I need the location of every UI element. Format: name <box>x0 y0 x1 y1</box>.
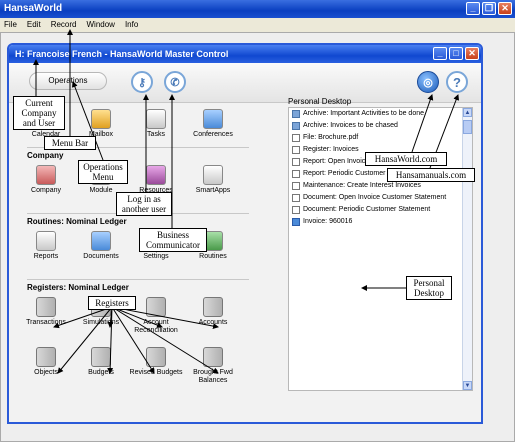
personal-desktop-label: Personal Desktop <box>288 97 352 106</box>
callout-menu-bar: Menu Bar <box>44 136 96 150</box>
callout-hansaworld-com: HansaWorld.com <box>365 152 447 166</box>
document-icon <box>292 206 300 214</box>
module-objects[interactable]: Objects <box>17 347 75 377</box>
callout-company-user: Current Company and User <box>13 96 65 130</box>
register-icon <box>203 347 223 367</box>
module-mailbox[interactable]: Mailbox <box>72 109 130 139</box>
resources-icon <box>146 165 166 185</box>
mailbox-icon <box>91 109 111 129</box>
menu-item-info[interactable]: Info <box>124 20 139 29</box>
register-icon <box>146 297 166 317</box>
invoice-icon <box>292 218 300 226</box>
folder-icon <box>292 122 300 130</box>
list-item[interactable]: Document: Periodic Customer Statement <box>289 204 472 216</box>
help-icon[interactable]: ? <box>446 71 468 93</box>
section-title-routines: Routines: Nominal Ledger <box>27 217 127 226</box>
folder-icon <box>292 110 300 118</box>
section-divider <box>27 279 249 280</box>
callout-business-communicator: Business Communicator <box>139 228 207 252</box>
document-icon <box>292 158 300 166</box>
document-icon <box>292 182 300 190</box>
callout-hansamanuals-com: Hansamanuals.com <box>387 168 475 182</box>
module-budgets[interactable]: Budgets <box>72 347 130 377</box>
module-brought-fwd-balances[interactable]: Brought Fwd Balances <box>184 347 242 385</box>
module-reports[interactable]: Reports <box>17 231 75 261</box>
globe-icon[interactable]: ◎ <box>417 71 439 93</box>
module-accounts[interactable]: Accounts <box>184 297 242 327</box>
restore-icon[interactable]: ❐ <box>482 2 496 15</box>
callout-operations-menu: Operations Menu <box>78 160 128 184</box>
module-revised-budgets[interactable]: Revised Budgets <box>127 347 185 377</box>
module-documents[interactable]: Documents <box>72 231 130 261</box>
app-title-bar: HansaWorld _ ❐ ✕ <box>0 0 515 18</box>
register-icon <box>203 297 223 317</box>
tasks-icon <box>146 109 166 129</box>
window-title-bar: H: Francoise French - HansaWorld Master … <box>9 45 481 63</box>
list-item[interactable]: Archive: Important Activities to be done <box>289 108 472 120</box>
list-item[interactable]: Register: Invoices <box>289 144 472 156</box>
company-icon <box>36 165 56 185</box>
window-title: H: Francoise French - HansaWorld Master … <box>15 49 229 59</box>
personal-desktop-list[interactable]: Archive: Important Activities to be done… <box>288 107 473 391</box>
register-icon <box>91 347 111 367</box>
module-tasks[interactable]: Tasks <box>127 109 185 139</box>
smartapps-icon <box>203 165 223 185</box>
callout-registers: Registers <box>88 296 136 310</box>
scroll-thumb[interactable] <box>463 120 472 134</box>
scroll-down-icon[interactable]: ▼ <box>463 381 472 390</box>
module-conferences[interactable]: Conferences <box>184 109 242 139</box>
callout-log-in: Log in as another user <box>116 192 172 216</box>
close-icon[interactable]: ✕ <box>498 2 512 15</box>
list-item[interactable]: Archive: Invoices to be chased <box>289 120 472 132</box>
minimize-icon[interactable]: _ <box>433 47 447 60</box>
section-title-registers: Registers: Nominal Ledger <box>27 283 129 292</box>
reports-icon <box>36 231 56 251</box>
section-title-company: Company <box>27 151 64 160</box>
menu-item-record[interactable]: Record <box>50 20 77 29</box>
module-smartapps[interactable]: SmartApps <box>184 165 242 195</box>
menu-item-edit[interactable]: Edit <box>26 20 41 29</box>
register-icon <box>146 347 166 367</box>
module-company[interactable]: Company <box>17 165 75 195</box>
app-title: HansaWorld <box>4 3 63 14</box>
key-icon[interactable]: ⚷ <box>131 71 153 93</box>
list-item[interactable]: File: Brochure.pdf <box>289 132 472 144</box>
phone-icon[interactable]: ✆ <box>164 71 186 93</box>
menu-bar: File Edit Record Window Info <box>0 18 515 32</box>
document-icon <box>292 134 300 142</box>
document-icon <box>292 170 300 178</box>
document-icon <box>292 146 300 154</box>
menu-item-window[interactable]: Window <box>86 20 115 29</box>
close-icon[interactable]: ✕ <box>465 47 479 60</box>
operations-tab[interactable]: Operations <box>29 72 107 90</box>
scroll-up-icon[interactable]: ▲ <box>463 108 472 117</box>
menu-item-file[interactable]: File <box>4 20 17 29</box>
module-resources[interactable]: Resources <box>127 165 185 195</box>
register-icon <box>36 347 56 367</box>
section-divider <box>27 147 249 148</box>
vertical-scrollbar[interactable]: ▲ ▼ <box>462 108 472 390</box>
document-icon <box>292 194 300 202</box>
conferences-icon <box>203 109 223 129</box>
callout-personal-desktop: Personal Desktop <box>406 276 452 300</box>
toolbar: Operations ⚷ ✆ ◎ ? <box>9 63 481 103</box>
list-item[interactable]: Invoice: 960016 <box>289 216 472 228</box>
master-control-window: H: Francoise French - HansaWorld Master … <box>7 43 483 424</box>
maximize-icon[interactable]: □ <box>449 47 463 60</box>
list-item[interactable]: Document: Open Invoice Customer Statemen… <box>289 192 472 204</box>
module-transactions[interactable]: Transactions <box>17 297 75 327</box>
minimize-icon[interactable]: _ <box>466 2 480 15</box>
documents-icon <box>91 231 111 251</box>
list-item[interactable]: Maintenance: Create Interest Invoices <box>289 180 472 192</box>
list-item[interactable]: Report: Periodic Customer Statement <box>289 168 472 180</box>
register-icon <box>36 297 56 317</box>
